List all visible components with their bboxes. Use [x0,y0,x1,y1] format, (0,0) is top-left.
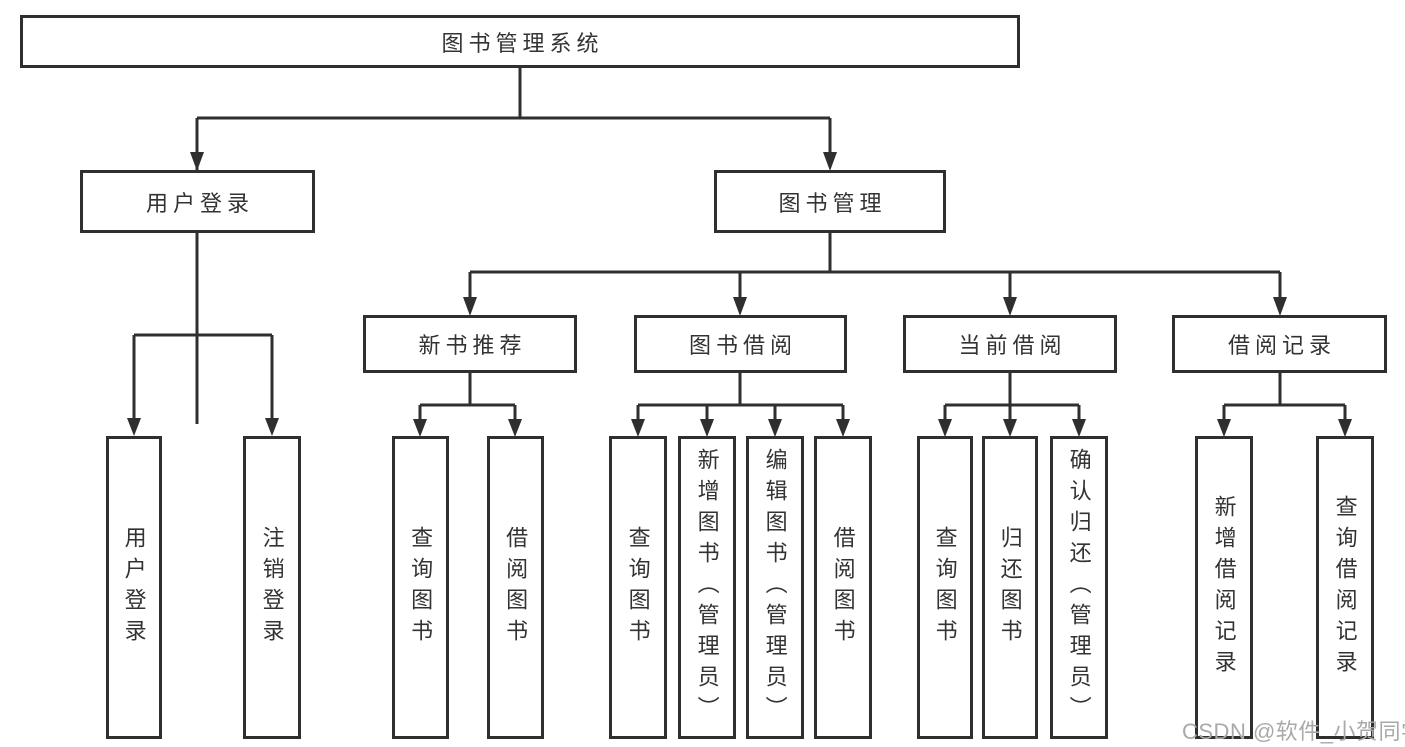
edge-userlogin-to-leaves [132,233,274,420]
leaf-current-confirm-return-admin: 确认归还（管理员） [1050,436,1108,739]
leaf-user-login-label: 用户登录 [121,525,147,650]
leaf-borrow-borrow-books-label: 借阅图书 [830,525,856,650]
node-borrowing-records: 借阅记录 [1172,315,1387,373]
leaf-current-return-books: 归还图书 [982,436,1038,739]
leaf-borrow-borrow-books: 借阅图书 [814,436,872,739]
leaf-recommend-borrow-books-label: 借阅图书 [503,525,529,650]
leaf-records-add-record: 新增借阅记录 [1195,436,1253,739]
node-library-system: 图书管理系统 [20,15,1020,68]
leaf-current-confirm-return-admin-label: 确认归还（管理员） [1066,448,1092,727]
edge-borrow-to-leaves [636,373,845,420]
node-user-login: 用户登录 [80,170,315,233]
leaf-recommend-query-books: 查询图书 [392,436,449,739]
edge-current-to-leaves [943,373,1081,420]
node-current-borrowing: 当前借阅 [903,315,1117,373]
edge-bookmgmt-to-level3 [468,233,1282,299]
node-book-management: 图书管理 [714,170,946,233]
leaf-records-query-record: 查询借阅记录 [1316,436,1374,739]
edge-newbook-to-leaves [418,373,517,420]
arrowheads [127,152,1352,437]
leaf-current-return-books-label: 归还图书 [997,525,1023,650]
leaf-current-query-books-label: 查询图书 [932,525,958,650]
node-new-book-recommend: 新书推荐 [363,315,577,373]
leaf-records-query-record-label: 查询借阅记录 [1332,494,1358,681]
leaf-borrow-add-books-admin: 新增图书（管理员） [678,436,736,739]
leaf-records-add-record-label: 新增借阅记录 [1211,494,1237,681]
node-book-borrowing: 图书借阅 [634,315,847,373]
leaf-borrow-edit-books-admin-label: 编辑图书（管理员） [762,448,788,727]
leaf-current-query-books: 查询图书 [917,436,973,739]
edge-root-to-level2 [195,68,832,424]
leaf-borrow-query-books: 查询图书 [609,436,667,739]
leaf-recommend-query-books-label: 查询图书 [408,525,434,650]
csdn-watermark: CSDN @软件_小贺同学 [1182,719,1405,744]
leaf-user-login: 用户登录 [106,436,162,739]
leaf-borrow-edit-books-admin: 编辑图书（管理员） [746,436,804,739]
leaf-logout: 注销登录 [243,436,301,739]
edge-records-to-leaves [1222,373,1347,420]
leaf-recommend-borrow-books: 借阅图书 [487,436,544,739]
leaf-borrow-add-books-admin-label: 新增图书（管理员） [694,448,720,727]
leaf-logout-label: 注销登录 [259,525,285,650]
leaf-borrow-query-books-label: 查询图书 [625,525,651,650]
